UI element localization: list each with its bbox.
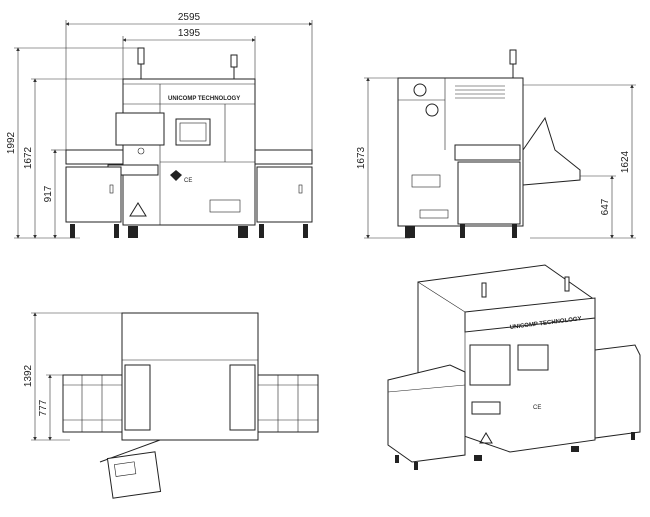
dimension-label: 2595 <box>178 12 201 23</box>
dimension-label: 1992 <box>6 131 17 154</box>
right-conveyor <box>254 149 313 223</box>
company-mark-icon <box>170 170 182 181</box>
dimension-side-cabinet-height: 1673 <box>356 77 410 239</box>
viewing-window <box>175 118 211 146</box>
dimension-side-conveyor-height: 647 <box>580 175 616 239</box>
viewing-window <box>517 344 549 371</box>
right-conveyor-top <box>257 374 319 433</box>
isometric-view: UNICOMP TECHNOLOGY CE <box>387 264 641 470</box>
warning-triangle-icon <box>129 202 147 217</box>
dimension-cabinet-width: 1395 <box>122 28 256 79</box>
side-conveyor-extension <box>522 116 581 186</box>
signal-tower-icon <box>481 282 487 298</box>
main-cabinet <box>122 78 256 226</box>
warning-triangle-icon <box>479 432 493 444</box>
left-conveyor <box>65 149 124 223</box>
vent-grille <box>455 85 505 99</box>
dimension-label: 647 <box>600 198 611 215</box>
dimension-conveyor-height: 917 <box>14 149 80 239</box>
top-view: 1392 777 <box>23 312 319 499</box>
dimension-label: 1672 <box>23 146 34 169</box>
dimension-overall-width: 2595 <box>65 12 313 150</box>
dimension-tower-height: 1624 <box>515 84 636 239</box>
dimension-label: 917 <box>43 185 54 202</box>
signal-tower-icon <box>509 49 517 65</box>
iso-right-conveyor <box>594 344 641 439</box>
leveling-feet <box>405 224 517 238</box>
signal-tower-icon <box>137 47 238 79</box>
dimension-label: 1392 <box>23 364 34 387</box>
control-panel <box>471 401 501 415</box>
dimension-overall-height: 1992 <box>6 47 142 239</box>
dimension-label: 777 <box>38 399 49 416</box>
signal-tower-icon <box>564 276 570 292</box>
front-view: 2595 1395 1992 1672 917 <box>6 12 313 239</box>
leveling-feet <box>70 224 308 238</box>
fan-icon <box>425 103 439 117</box>
monitor <box>469 344 511 386</box>
nameplate <box>209 199 241 213</box>
brand-logo-text: UNICOMP TECHNOLOGY <box>168 96 240 102</box>
left-conveyor-top <box>62 374 123 433</box>
nameplate <box>419 209 449 219</box>
monitor <box>115 112 165 146</box>
dimension-cabinet-height: 1672 <box>23 78 123 239</box>
ce-mark: CE <box>184 178 192 184</box>
side-view: 1673 1624 647 <box>356 49 636 239</box>
fan-icon <box>413 83 427 97</box>
side-conveyor-rail <box>454 144 521 161</box>
dimension-conveyor-depth: 777 <box>38 374 63 441</box>
pendant-controller <box>99 439 162 499</box>
dimension-label: 1395 <box>178 28 201 39</box>
iso-left-conveyor <box>387 364 466 463</box>
leveling-feet <box>395 432 635 470</box>
ce-mark: CE <box>533 405 541 411</box>
dimension-label: 1673 <box>356 146 367 169</box>
dimension-label: 1624 <box>620 150 631 173</box>
